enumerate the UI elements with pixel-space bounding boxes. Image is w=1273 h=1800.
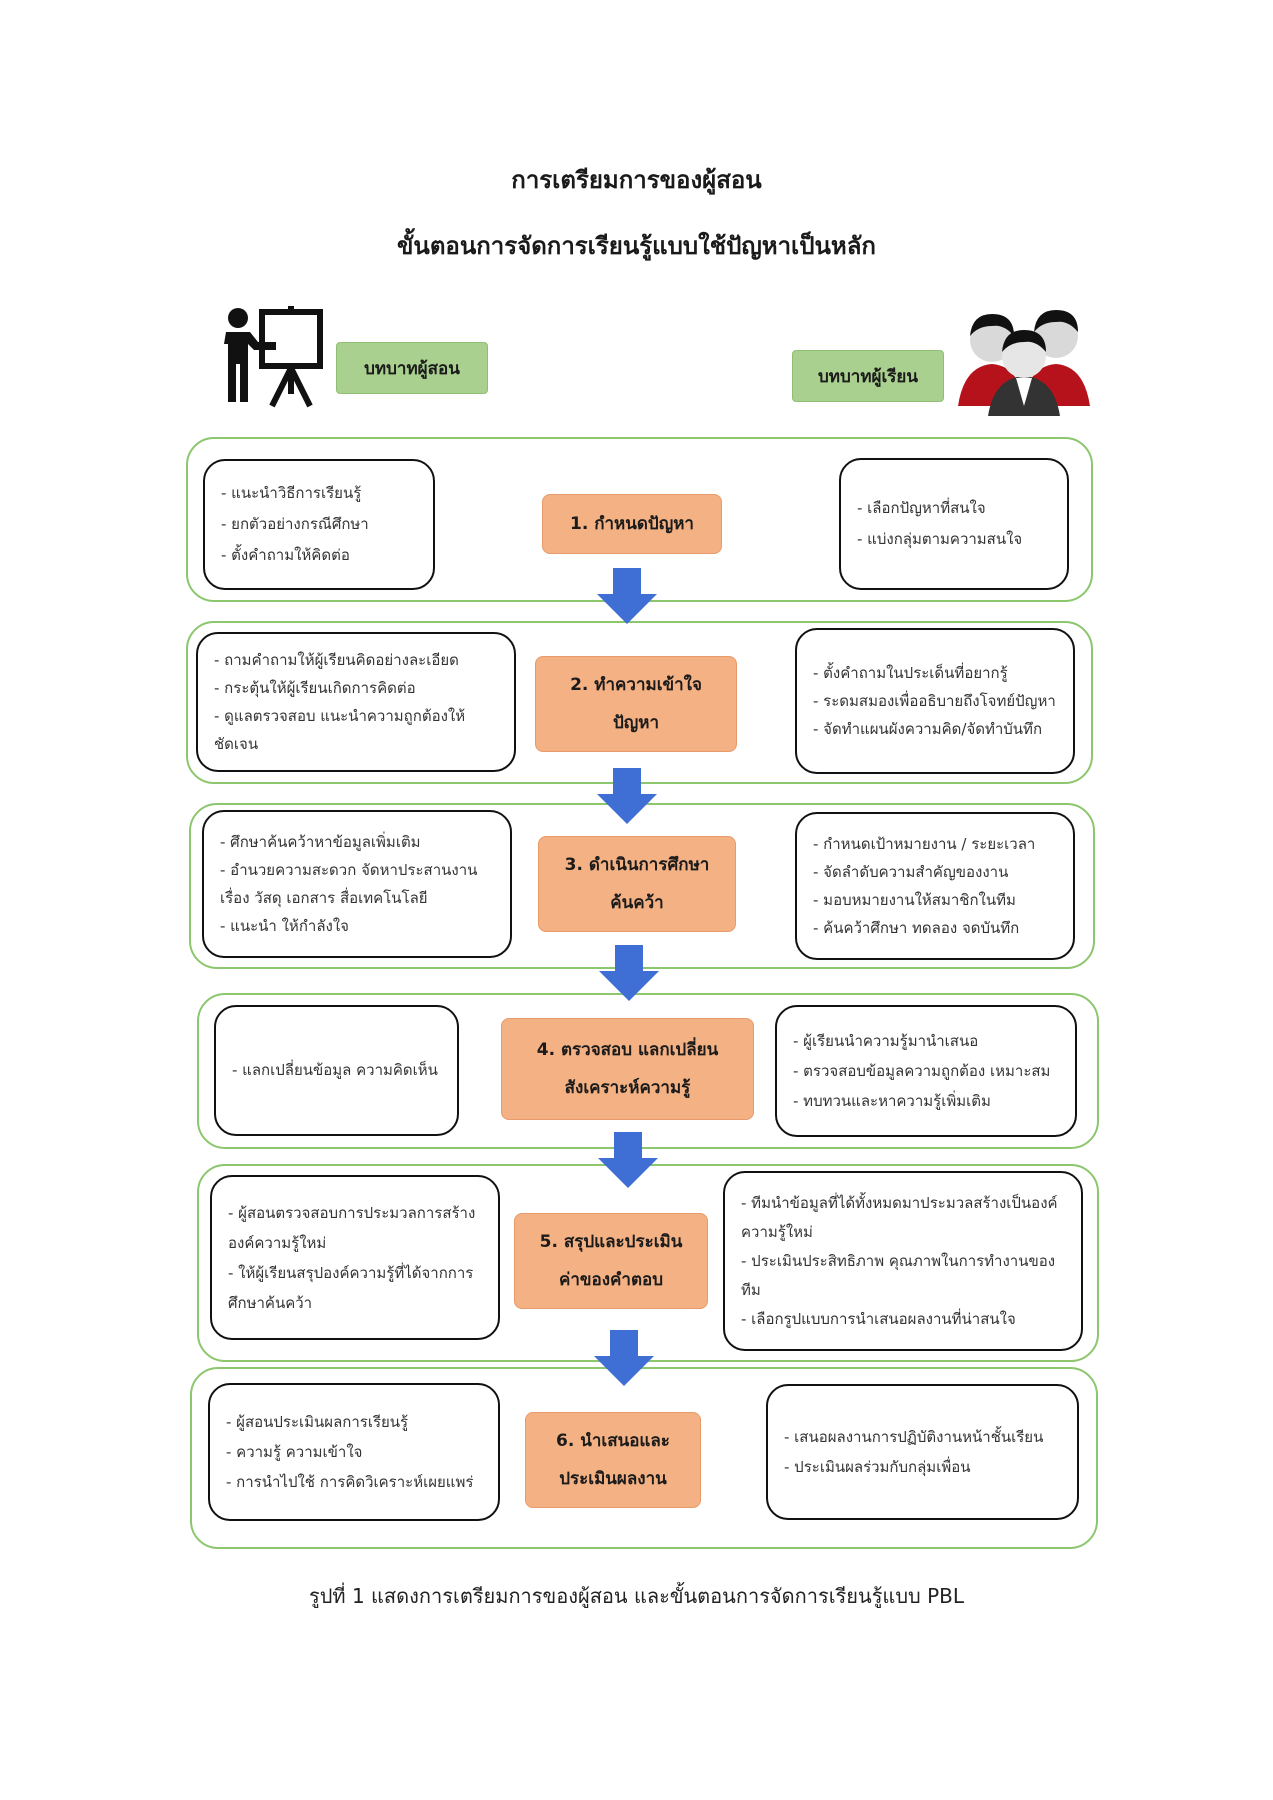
student-item: - ผู้เรียนนำความรู้มานำเสนอ <box>793 1032 979 1050</box>
student-item: - จัดลำดับความสำคัญของงาน <box>813 863 1009 881</box>
teacher-item: - ผู้สอนประเมินผลการเรียนรู้ <box>226 1413 409 1431</box>
teacher-item: - กระตุ้นให้ผู้เรียนเกิดการคิดต่อ <box>214 679 416 697</box>
teacher-item: - การนำไปใช้ การคิดวิเคราะห์เผยแพร่ <box>226 1473 474 1491</box>
teacher-item: - ความรู้ ความเข้าใจ <box>226 1443 363 1461</box>
down-arrow-icon <box>594 1330 654 1386</box>
teacher-item: - ยกตัวอย่างกรณีศึกษา <box>221 515 369 533</box>
teacher-item: - แนะนำวิธีการเรียนรู้ <box>221 484 362 502</box>
student-item: - มอบหมายงานให้สมาชิกในทีม <box>813 891 1016 909</box>
down-arrow-icon <box>597 768 657 824</box>
student-box: - ทีมนำข้อมูลที่ได้ทั้งหมดมาประมวลสร้างเ… <box>723 1171 1083 1351</box>
down-arrow-icon <box>598 1132 658 1188</box>
student-box: - ตั้งคำถามในประเด็นที่อยากรู้ - ระดมสมอ… <box>795 628 1075 774</box>
student-item: - ตรวจสอบข้อมูลความถูกต้อง เหมาะสม <box>793 1062 1051 1080</box>
student-item: - กำหนดเป้าหมายงาน / ระยะเวลา <box>813 835 1036 853</box>
student-item: - ประเมินประสิทธิภาพ คุณภาพในการทำงานของ… <box>741 1251 1056 1299</box>
teacher-item: - ดูแลตรวจสอบ แนะนำความถูกต้องให้ชัดเจน <box>214 707 466 753</box>
students-group-icon <box>958 310 1090 416</box>
step-label: 3. ดำเนินการศึกษา ค้นคว้า <box>538 836 736 932</box>
student-item: - เสนอผลงานการปฏิบัติงานหน้าชั้นเรียน <box>784 1428 1044 1446</box>
teacher-item: - ถามคำถามให้ผู้เรียนคิดอย่างละเอียด <box>214 651 459 669</box>
figure-caption: รูปที่ 1 แสดงการเตรียมการของผู้สอน และขั… <box>308 1584 964 1608</box>
teacher-box: - แนะนำวิธีการเรียนรู้ - ยกตัวอย่างกรณีศ… <box>203 459 435 590</box>
student-item: - ทบทวนและหาความรู้เพิ่มเติม <box>793 1092 991 1110</box>
teacher-box: - แลกเปลี่ยนข้อมูล ความคิดเห็น <box>214 1005 459 1136</box>
student-item: - เลือกปัญหาที่สนใจ <box>857 499 986 517</box>
teacher-role-label: บทบาทผู้สอน <box>336 342 488 394</box>
teacher-item: - แลกเปลี่ยนข้อมูล ความคิดเห็น <box>232 1061 438 1079</box>
teacher-item: - ผู้สอนตรวจสอบการประมวลการสร้างองค์ความ… <box>228 1203 476 1252</box>
teacher-item: - แนะนำ ให้กำลังใจ <box>220 917 349 935</box>
step-label: 5. สรุปและประเมิน ค่าของคำตอบ <box>514 1213 708 1309</box>
student-item: - แบ่งกลุ่มตามความสนใจ <box>857 530 1023 548</box>
student-box: - ผู้เรียนนำความรู้มานำเสนอ - ตรวจสอบข้อ… <box>775 1005 1077 1137</box>
teacher-item: - อำนวยความสะดวก จัดหาประสานงานเรื่อง วั… <box>220 861 478 907</box>
step-label: 2. ทำความเข้าใจ ปัญหา <box>535 656 737 752</box>
step-label: 6. นำเสนอและ ประเมินผลงาน <box>525 1412 701 1508</box>
teacher-box: - ถามคำถามให้ผู้เรียนคิดอย่างละเอียด - ก… <box>196 632 516 772</box>
student-item: - เลือกรูปแบบการนำเสนอผลงานที่น่าสนใจ <box>741 1309 1016 1328</box>
down-arrow-icon <box>597 568 657 624</box>
student-item: - ทีมนำข้อมูลที่ได้ทั้งหมดมาประมวลสร้างเ… <box>741 1193 1058 1241</box>
step-label: 4. ตรวจสอบ แลกเปลี่ยน สังเคราะห์ความรู้ <box>501 1018 754 1120</box>
teacher-item: - ตั้งคำถามให้คิดต่อ <box>221 546 350 564</box>
page-title: การเตรียมการของผู้สอน <box>511 166 762 194</box>
teacher-item: - ให้ผู้เรียนสรุปองค์ความรู้ที่ได้จากการ… <box>228 1263 474 1312</box>
student-item: - ประเมินผลร่วมกับกลุ่มเพื่อน <box>784 1458 971 1476</box>
student-item: - ระดมสมองเพื่ออธิบายถึงโจทย์ปัญหา <box>813 692 1056 710</box>
student-box: - เสนอผลงานการปฏิบัติงานหน้าชั้นเรียน - … <box>766 1384 1079 1520</box>
student-role-label: บทบาทผู้เรียน <box>792 350 944 402</box>
student-item: - จัดทำแผนผังความคิด/จัดทำบันทึก <box>813 720 1043 738</box>
teacher-item: - ศึกษาค้นคว้าหาข้อมูลเพิ่มเติม <box>220 833 421 851</box>
teacher-box: - ผู้สอนตรวจสอบการประมวลการสร้างองค์ความ… <box>210 1175 500 1340</box>
student-item: - ค้นคว้าศึกษา ทดลอง จดบันทึก <box>813 919 1020 937</box>
teacher-box: - ศึกษาค้นคว้าหาข้อมูลเพิ่มเติม - อำนวยค… <box>202 810 512 958</box>
teacher-box: - ผู้สอนประเมินผลการเรียนรู้ - ความรู้ ค… <box>208 1383 500 1521</box>
teacher-presenting-icon <box>224 306 323 408</box>
page-subtitle: ขั้นตอนการจัดการเรียนรู้แบบใช้ปัญหาเป็นห… <box>397 232 876 260</box>
step-label: 1. กำหนดปัญหา <box>542 494 722 554</box>
student-item: - ตั้งคำถามในประเด็นที่อยากรู้ <box>813 664 1008 682</box>
student-box: - กำหนดเป้าหมายงาน / ระยะเวลา - จัดลำดับ… <box>795 812 1075 960</box>
student-box: - เลือกปัญหาที่สนใจ - แบ่งกลุ่มตามความสน… <box>839 458 1069 590</box>
down-arrow-icon <box>599 945 659 1001</box>
